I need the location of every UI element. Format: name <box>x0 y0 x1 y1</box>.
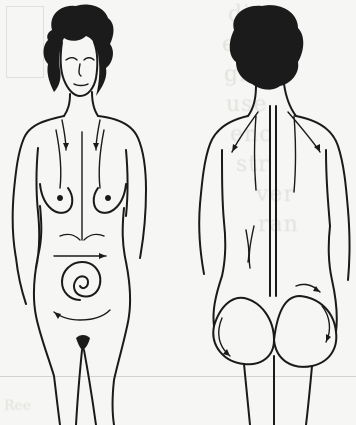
back-right-arm <box>296 116 350 280</box>
front-figure <box>13 5 146 425</box>
back-buttock-right <box>274 296 336 367</box>
front-abdomen-spiral <box>62 262 100 300</box>
front-breast-left <box>40 184 72 213</box>
back-buttock-left <box>213 298 274 365</box>
back-hair <box>230 5 304 90</box>
front-hair <box>44 5 114 97</box>
back-figure <box>199 5 349 425</box>
back-left-arm <box>199 116 248 274</box>
